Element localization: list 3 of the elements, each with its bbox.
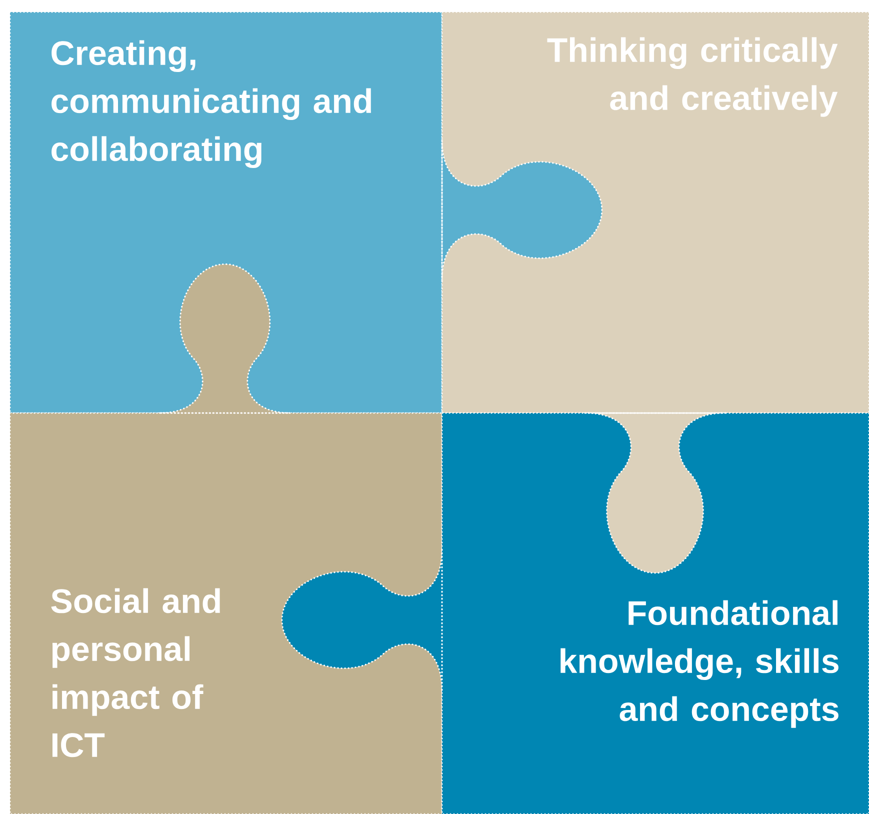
puzzle-piece: Thinking critically and creatively — [441, 11, 869, 574]
puzzle-piece: Foundational knowledge, skills and concepts — [281, 412, 869, 814]
puzzle-piece: Social and personal impact of ICT — [9, 263, 443, 814]
